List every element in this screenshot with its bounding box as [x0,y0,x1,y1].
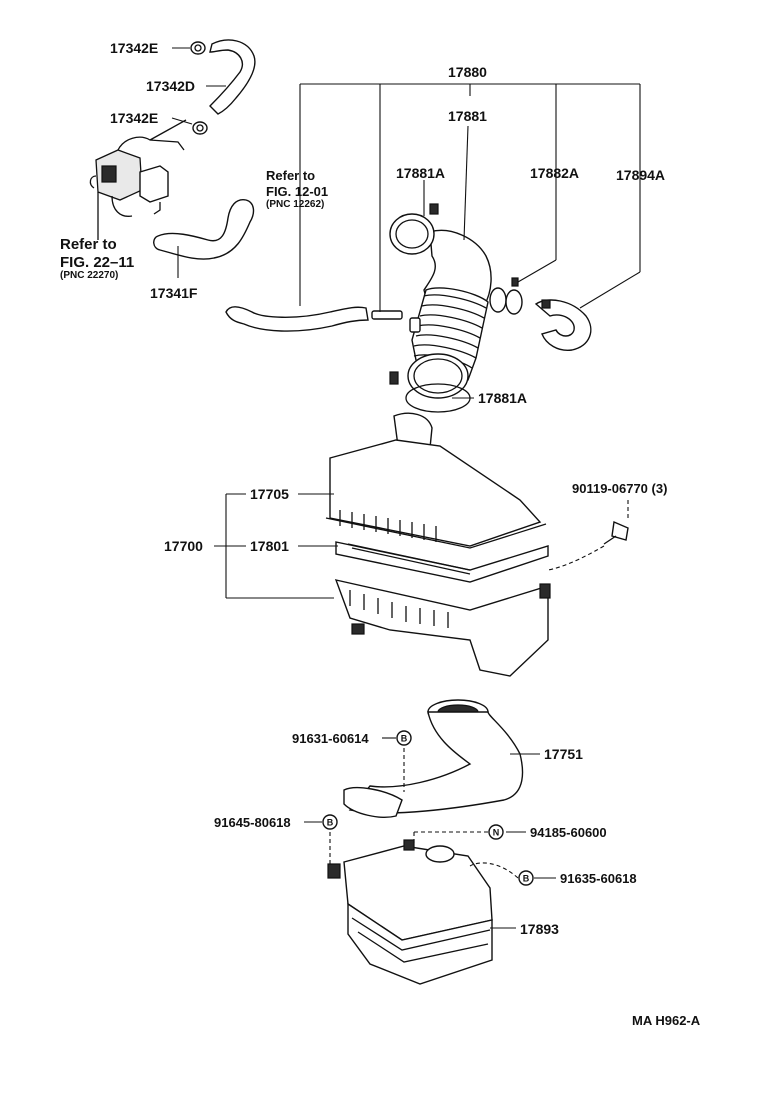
label-90119-06770: 90119-06770 (3) [572,481,667,496]
bolt-90119-06770 [603,520,629,545]
label-17705: 17705 [250,486,289,502]
badge-91645: B [322,814,338,830]
label-94185-60600: 94185-60600 [530,825,607,840]
pcv-hose-refer-fig12 [225,306,403,332]
label-17882A: 17882A [530,165,579,181]
air-cleaner-case [334,579,551,677]
leader-lines [171,47,641,929]
label-91635-60618: 91635-60618 [560,871,637,886]
air-cleaner-cap-17705 [325,412,547,549]
label-17880: 17880 [448,64,487,80]
label-17801: 17801 [250,538,289,554]
badge-91631: B [396,730,412,746]
label-91631-60614: 91631-60614 [292,731,369,746]
label-17342D: 17342D [146,78,195,94]
hose-clamp-17342E-lower [192,121,208,135]
label-refer-fig12-pnc: (PNC 12262) [266,199,324,210]
hose-clamp-17342E-upper [190,41,206,55]
label-91645-80618: 91645-80618 [214,815,291,830]
vacuum-switching-valve [89,119,187,240]
vacuum-hose-17341F [153,199,255,260]
label-refer-fig12-line1: Refer to [266,168,315,183]
hose-17894A [534,299,592,351]
hose-clamp-17881A-upper [389,203,439,255]
hose-clamp-17882A [489,277,523,315]
label-17894A: 17894A [616,167,665,183]
resonator-17893 [327,839,493,985]
label-17342E-upper: 17342E [110,40,158,56]
figure-code: MA H962-A [632,1013,701,1028]
svg-text:B: B [523,874,530,884]
label-17700: 17700 [164,538,203,554]
svg-text:N: N [493,828,500,838]
label-17881A-upper: 17881A [396,165,445,181]
badge-94185: N [488,824,504,840]
label-17341F: 17341F [150,285,198,301]
label-17342E-lower: 17342E [110,110,158,126]
svg-text:B: B [401,734,408,744]
air-cleaner-hose-17881 [407,229,492,399]
label-17751: 17751 [544,746,583,762]
svg-text:B: B [327,818,334,828]
air-filter-element-17801 [335,541,549,583]
label-refer-fig22-line2: FIG. 22–11 [60,254,134,271]
label-refer-fig22-line1: Refer to [60,236,117,253]
intake-air-connector-17751 [343,699,524,818]
label-17881: 17881 [448,108,487,124]
label-17881A-lower: 17881A [478,390,527,406]
badge-91635: B [518,870,534,886]
label-refer-fig22-pnc: (PNC 22270) [60,270,118,281]
vacuum-hose-17342D [209,39,256,115]
label-refer-fig12-line2: FIG. 12-01 [266,184,328,199]
label-17893: 17893 [520,921,559,937]
